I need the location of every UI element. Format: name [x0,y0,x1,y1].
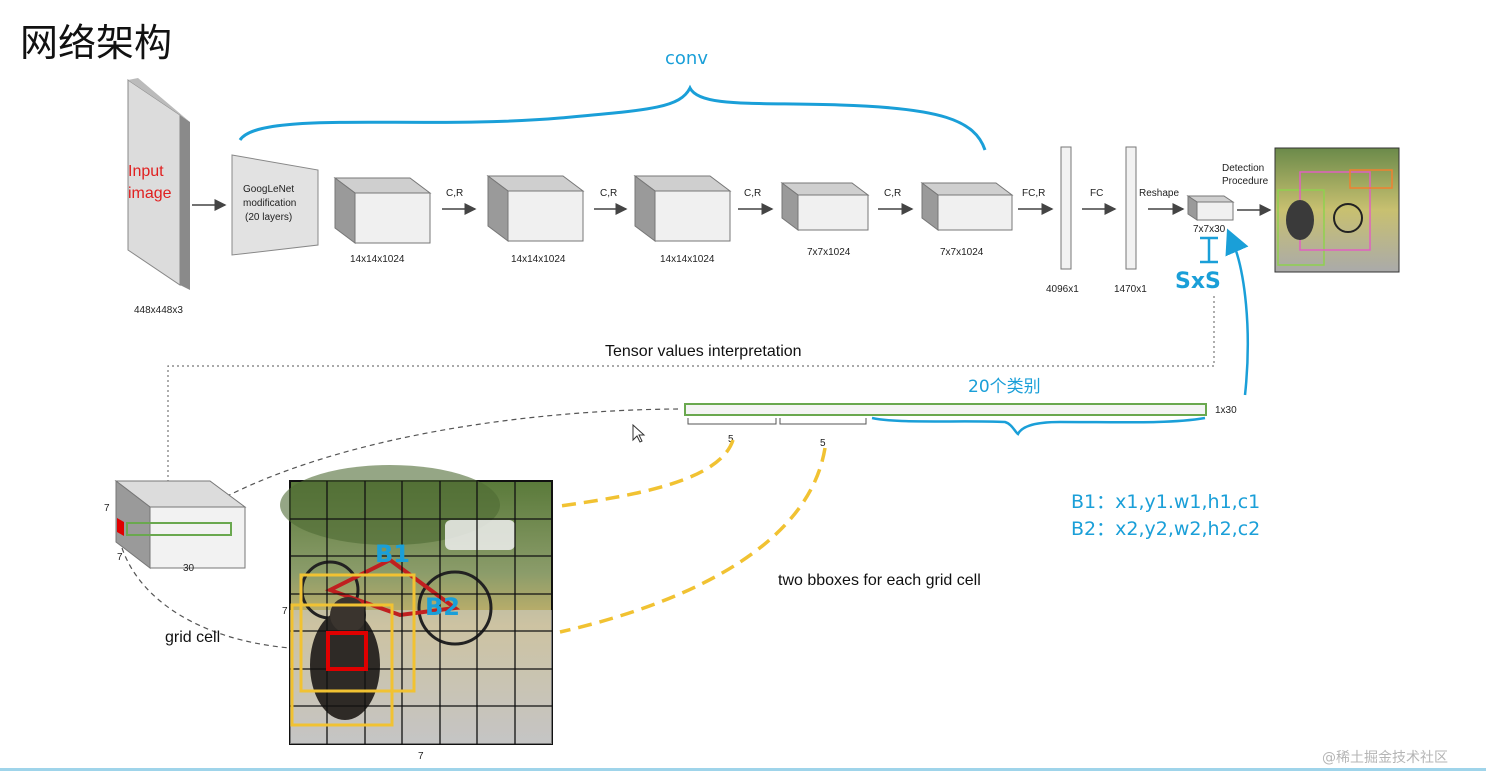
bbox-1 [299,573,416,693]
arrow-label-2: C,R [600,188,617,199]
arrow-label-6: FC [1090,188,1103,199]
conv-brace [238,84,987,151]
bboxes-note: two bboxes for each grid cell [778,572,981,589]
bbox1-label: B1 [375,540,410,568]
googlenet-line1: GoogLeNet [243,184,294,195]
grid-size-bottom: 7 [418,751,424,762]
detection-result-photo [1274,147,1400,273]
feature-block-4: 7x7x1024 [780,182,870,258]
arrow-label-4: C,R [884,188,901,199]
vector-1x30: 1x30 5 5 [684,403,1237,449]
formula-b2: B2：x2,y2,w2,h2,c2 [1071,518,1260,540]
fc-layer-2: 1470x1 [1114,146,1147,295]
grid-cell-label: grid cell [165,629,220,646]
mouse-cursor-icon [632,423,646,443]
sxs-label: SxS [1175,269,1221,294]
googlenet-block: GoogLeNet modification (20 layers) [231,154,319,256]
tensor-title: Tensor values interpretation [605,343,802,360]
arrow-label-3: C,R [744,188,761,199]
vector-size: 1x30 [1215,405,1237,416]
cube-d: 30 [183,563,195,574]
feature-block-2: 14x14x1024 [486,175,585,265]
googlenet-line3: (20 layers) [245,212,292,223]
block-1-size: 14x14x1024 [350,254,405,265]
dashed-line-cube-gridcell [121,547,291,649]
bbox-2 [290,603,394,727]
googlenet-line2: modification [243,198,296,209]
output-cube: 7 7 30 [104,479,247,574]
detection-line1: Detection [1222,163,1264,174]
feature-block-1: 14x14x1024 [333,177,432,265]
input-label-line1: Input [128,163,164,180]
block-3-size: 14x14x1024 [660,254,715,265]
input-size: 448x448x3 [134,305,183,316]
conv-label: conv [665,48,708,69]
bbox2-label: B2 [425,593,460,621]
fc-2-size: 1470x1 [1114,284,1147,295]
cube-h: 7 [104,503,110,514]
output-size: 7x7x30 [1193,224,1226,235]
bottom-accent-line [0,768,1486,771]
input-image-slab: Input image 448x448x3 [127,78,190,316]
formula-b1: B1：x1,y1.w1,h1,c1 [1071,491,1260,513]
vector-seg1: 5 [728,434,734,445]
vector-seg2: 5 [820,438,826,449]
tensor-dotted-frame [167,296,1215,485]
feature-block-5: 7x7x1024 [920,182,1014,258]
dashed-line-vector-cube [177,408,679,526]
cube-w: 7 [117,552,123,563]
output-tensor: 7x7x30 [1186,195,1235,235]
grid-image: 7 7 B1 B2 [280,465,553,762]
arrow-6: FC [1082,188,1117,215]
block-5-size: 7x7x1024 [940,247,984,258]
arrow-5: FC,R [1018,188,1054,215]
grid-size-left: 7 [282,606,288,617]
slide-title: 网络架构 [20,21,172,65]
responsible-grid-cell [326,631,368,671]
fc-layer-1: 4096x1 [1046,146,1079,295]
detection-line2: Procedure [1222,176,1269,187]
arrow-label-1: C,R [446,188,463,199]
arrow-label-7: Reshape [1139,188,1179,199]
watermark: @稀土掘金技术社区 [1322,750,1448,766]
arrow-1: C,R [442,188,477,215]
yellow-link-1 [559,439,735,508]
classes-label: 20个类别 [968,377,1041,397]
fc-1-size: 4096x1 [1046,284,1079,295]
arrow-label-5: FC,R [1022,188,1045,199]
arrow-2: C,R [594,188,628,215]
block-4-size: 7x7x1024 [807,247,851,258]
classes-brace [871,416,1206,436]
arrow-7: Reshape [1139,188,1185,215]
input-label-line2: image [128,185,172,202]
sxs-annotation: SxS [1175,228,1249,396]
arrow-3: C,R [738,188,774,215]
block-2-size: 14x14x1024 [511,254,566,265]
feature-block-3: 14x14x1024 [633,175,732,265]
arrow-4: C,R [878,188,914,215]
